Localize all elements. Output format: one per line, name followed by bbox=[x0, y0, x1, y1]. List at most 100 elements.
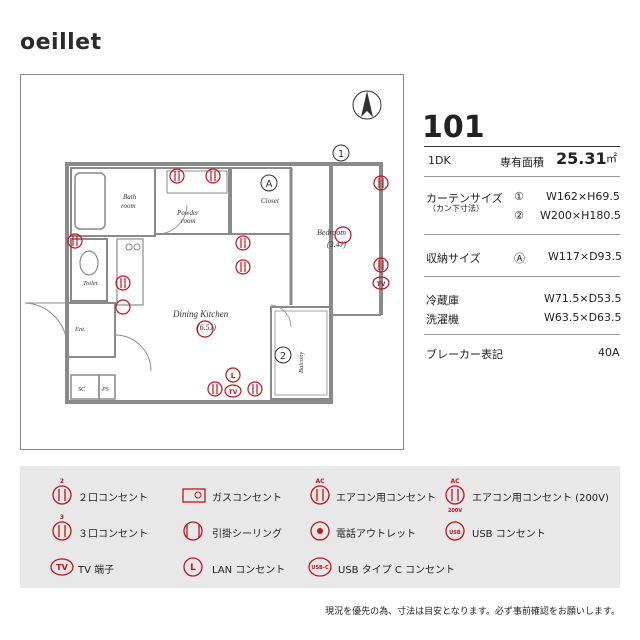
outlet-3-icon bbox=[115, 299, 131, 315]
bath-label: Bath bbox=[123, 193, 137, 201]
area-unit: ㎡ bbox=[606, 152, 617, 165]
legend-label-ac-200v: エアコン用コンセント (200V) bbox=[472, 493, 609, 504]
legend-mark-lan: L bbox=[190, 563, 196, 573]
tv-outlet-icon bbox=[372, 276, 390, 290]
ceiling-hook-icon bbox=[183, 521, 203, 541]
ac-outlet-icon bbox=[207, 381, 223, 397]
bath-label-2: room bbox=[121, 202, 136, 210]
curtain-size-2: W200×H180.5 bbox=[540, 209, 621, 222]
legend-panel: 2 AC AC 200V 3 USB TV L USB-C ２口コンセント ガス… bbox=[20, 466, 620, 588]
storage-size: W117×D93.5 bbox=[548, 250, 623, 263]
brand-logo: oeillet bbox=[20, 30, 102, 55]
powder-label-2: room bbox=[181, 217, 196, 225]
legend-label-ac: エアコン用コンセント bbox=[336, 493, 436, 504]
ac-outlet-icon bbox=[310, 485, 330, 505]
outlet-2-icon bbox=[373, 175, 389, 191]
legend-label-usbc: USB タイプ C コンセント bbox=[338, 565, 456, 576]
footnote: 現況を優先の為、寸法は目安となります。必ず事前確認をお願いします。 bbox=[325, 607, 620, 617]
outlet-2-icon bbox=[169, 168, 185, 184]
outlet-2-icon bbox=[247, 381, 263, 397]
gas-outlet-icon bbox=[182, 488, 206, 503]
legend-mark-ac: AC bbox=[315, 478, 325, 485]
divider-3 bbox=[424, 276, 620, 277]
dining-label: Dining Kitchen bbox=[172, 309, 229, 319]
curtain-mark-2: ② bbox=[514, 209, 524, 222]
legend-mark-usb: USB bbox=[449, 530, 461, 536]
usbc-outlet-icon bbox=[308, 557, 332, 577]
legend-label-outlet-3: ３口コンセント bbox=[78, 529, 148, 540]
outlet-2-icon bbox=[373, 257, 389, 273]
legend-label-usb: USB コンセント bbox=[472, 529, 546, 540]
toilet-label: Toilet bbox=[83, 280, 98, 287]
divider-1 bbox=[424, 176, 620, 177]
divider-4 bbox=[424, 334, 620, 335]
window-mark-1 bbox=[332, 144, 350, 162]
outlet-2-icon bbox=[235, 235, 251, 251]
usb-outlet-icon bbox=[445, 521, 465, 541]
lan-outlet-icon bbox=[183, 557, 203, 577]
curtain-label: カーテンサイズ bbox=[426, 192, 503, 205]
curtain-size-1: W162×H69.5 bbox=[546, 190, 620, 203]
closet-mark-a-text: A bbox=[266, 179, 273, 190]
outlet-2-icon bbox=[205, 168, 221, 184]
legend-mark-ac-2: AC bbox=[450, 478, 460, 485]
ps-label: PS bbox=[101, 387, 109, 393]
compass-icon bbox=[352, 90, 382, 120]
window-mark-2 bbox=[274, 346, 292, 364]
layout-type: 1DK bbox=[428, 154, 451, 167]
outlet-2-icon bbox=[235, 259, 251, 275]
legend-mark-three: 3 bbox=[60, 514, 64, 521]
sc-label: SC bbox=[78, 387, 86, 393]
bedroom-size: (3.4J) bbox=[327, 240, 346, 249]
legend-mark-200v: 200V bbox=[448, 508, 462, 514]
outlet-2-icon bbox=[52, 485, 72, 505]
phone-outlet-icon bbox=[310, 521, 330, 541]
divider-2 bbox=[424, 234, 620, 235]
outlet-3-icon bbox=[52, 521, 72, 541]
legend-mark-two: 2 bbox=[60, 478, 64, 485]
fridge-size: W71.5×D53.5 bbox=[544, 292, 622, 305]
floor-plan-drawing: Bath room Powder room Closet Bedroom (3.… bbox=[24, 90, 390, 404]
tv-mark-2: TV bbox=[377, 281, 386, 288]
floor-plan: Bath room Powder room Closet Bedroom (3.… bbox=[20, 74, 404, 450]
powder-label: Powder bbox=[176, 209, 199, 217]
window-mark-1-text: 1 bbox=[338, 149, 344, 160]
tv-outlet-icon bbox=[50, 558, 74, 576]
ceiling-hook-icon bbox=[334, 226, 352, 244]
storage-mark: Ⓐ bbox=[514, 252, 525, 265]
legend-mark-usbc: USB-C bbox=[311, 565, 329, 571]
legend-mark-tv: TV bbox=[56, 563, 68, 572]
outlet-2-icon bbox=[115, 275, 131, 291]
ac-200v-outlet-icon bbox=[445, 485, 465, 505]
legend-label-ceiling: 引掛シーリング bbox=[212, 529, 282, 540]
fridge-label: 冷蔵庫 bbox=[426, 294, 459, 307]
divider-top bbox=[424, 146, 620, 147]
room-number: 101 bbox=[422, 110, 485, 145]
storage-label: 収納サイズ bbox=[426, 252, 481, 265]
outlet-2-icon bbox=[67, 233, 83, 249]
washer-size: W63.5×D63.5 bbox=[544, 311, 622, 324]
lan-outlet-icon bbox=[225, 367, 241, 383]
ent-label: Ent. bbox=[74, 326, 86, 333]
breaker-label: ブレーカー表記 bbox=[426, 348, 503, 361]
legend-label-lan: LAN コンセント bbox=[212, 565, 286, 576]
window-mark-2-text: 2 bbox=[280, 351, 286, 362]
legend-label-gas: ガスコンセント bbox=[212, 493, 282, 504]
lan-mark: L bbox=[231, 372, 236, 380]
area-value: 25.31 bbox=[556, 149, 607, 168]
breaker-value: 40A bbox=[598, 346, 620, 359]
closet-mark-a bbox=[260, 174, 278, 192]
curtain-sublabel: （カン下寸法） bbox=[428, 204, 484, 213]
balcony-label: Balcony bbox=[298, 352, 305, 373]
legend-label-tv: TV 端子 bbox=[78, 565, 115, 576]
area-label: 専有面積 bbox=[500, 156, 544, 169]
bedroom-label: Bedroom bbox=[317, 228, 346, 237]
tv-mark: TV bbox=[229, 389, 238, 396]
curtain-mark-1: ① bbox=[514, 190, 524, 203]
legend-label-phone: 電話アウトレット bbox=[336, 529, 416, 540]
legend-icons: 2 AC AC 200V 3 USB TV L USB-C bbox=[50, 478, 465, 577]
closet-label: Closet bbox=[261, 197, 280, 205]
legend-label-outlet-2: ２口コンセント bbox=[78, 493, 148, 504]
tv-outlet-icon bbox=[224, 384, 242, 398]
dining-size: (6.5J) bbox=[197, 323, 216, 332]
